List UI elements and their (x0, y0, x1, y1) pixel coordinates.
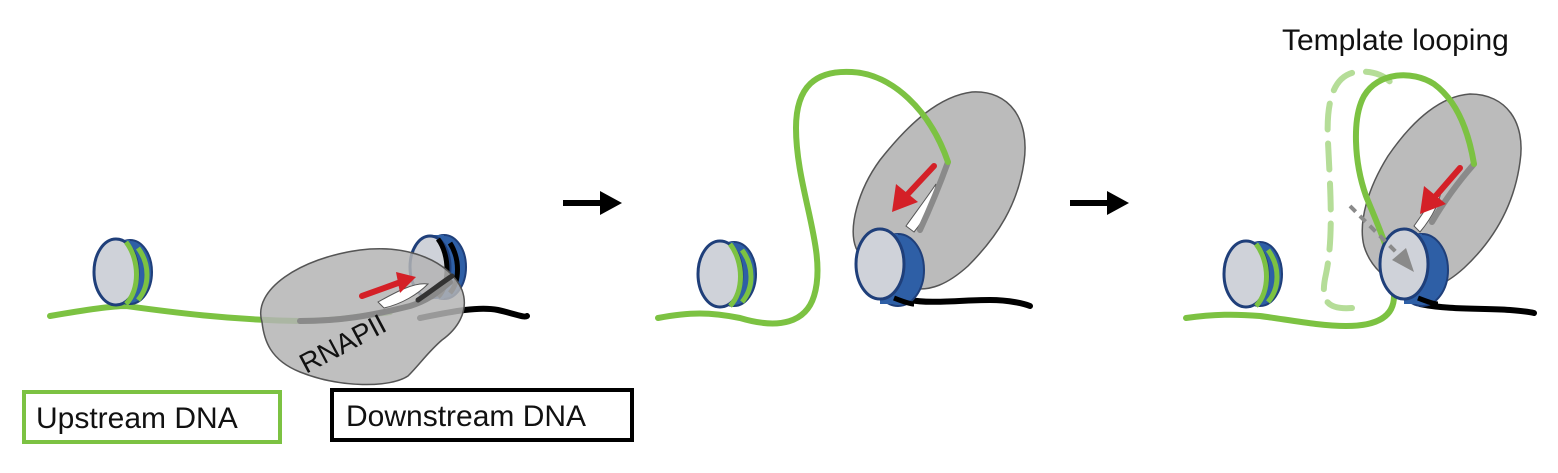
downstream-dna-in-polymerase (415, 273, 455, 303)
legend-upstream-box (22, 390, 282, 444)
panel-3: Template looping (1183, 24, 1537, 330)
nucleosome (1378, 227, 1449, 307)
legend-upstream-dna: Upstream DNA (22, 390, 282, 444)
nucleosome (696, 239, 757, 309)
downstream-dna-strand (907, 296, 1033, 309)
nucleosome (854, 227, 925, 307)
red-arrow-icon (1420, 165, 1463, 214)
red-arrow-icon (359, 272, 416, 299)
upstream-dna-strand (1183, 72, 1477, 330)
panel-1: RNAPII (47, 234, 530, 386)
downstream-dna-strand (1417, 301, 1537, 316)
legend-upstream-label: Upstream DNA (36, 402, 238, 435)
nucleosome (1222, 239, 1283, 309)
template-loop-previous-position (1320, 68, 1395, 312)
nucleosome (92, 237, 153, 307)
legend-downstream-label: Downstream DNA (346, 400, 586, 433)
right-arrow-icon (563, 191, 622, 215)
dna-through-polymerase (297, 279, 453, 324)
upstream-dna-strand (655, 68, 951, 327)
dashed-gray-arrow-icon (1348, 204, 1414, 272)
dna-through-polymerase (1429, 161, 1477, 225)
panel-2 (655, 68, 1033, 327)
template-looping-label: Template looping (1282, 24, 1509, 57)
right-arrow-icon (1070, 191, 1129, 215)
rnapii-cleft (377, 283, 430, 309)
dna-through-polymerase (917, 159, 951, 233)
red-arrow-icon (892, 163, 937, 212)
legend-downstream-dna: Downstream DNA (330, 388, 634, 442)
legend-downstream-box (330, 388, 634, 442)
